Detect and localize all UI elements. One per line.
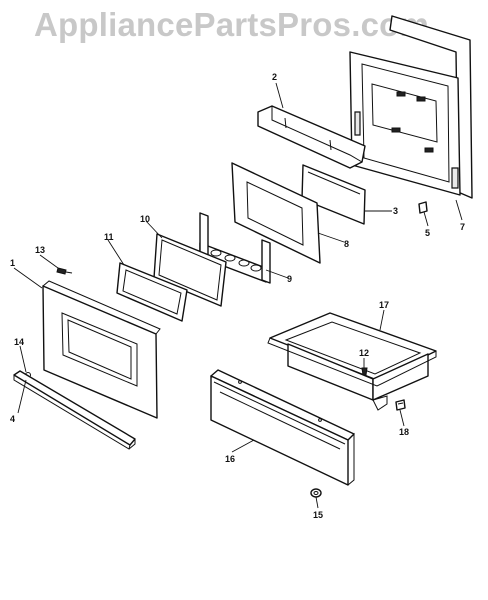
callout-7: 7 [460,222,465,232]
callout-15: 15 [313,510,323,520]
part-13-screw [56,267,73,275]
callout-11: 11 [104,232,114,242]
part-16-drawer-front [210,369,355,486]
callout-5: 5 [425,228,430,238]
part-3-door-glass [301,164,366,225]
part-18-roller [395,399,406,411]
part-15-drawer-foot [310,488,322,498]
part-12-screw [361,367,368,376]
part-2-vent-trim [257,105,366,169]
part-7-door-inner-assembly [349,15,473,199]
callout-16: 16 [225,454,235,464]
callout-17: 17 [379,300,389,310]
leader-lines [13,82,463,509]
callout-1: 1 [10,258,15,268]
callout-18: 18 [399,427,409,437]
callout-numbers: 1 2 3 4 5 7 8 9 10 11 12 13 14 15 16 17 … [10,72,465,520]
callout-4: 4 [10,414,15,424]
callout-2: 2 [272,72,277,82]
part-10-door-glass [153,233,227,307]
callout-12: 12 [359,348,369,358]
callout-13: 13 [35,245,45,255]
watermark-text: AppliancePartsPros.com [34,6,430,43]
part-4-door-handle [13,370,136,450]
part-11-glass-gasket [116,262,188,322]
part-8-window-frame [231,162,321,264]
part-17-drawer-box [267,312,437,411]
callout-3: 3 [393,206,398,216]
part-1-outer-door-panel [42,280,161,419]
part-5-clip [418,201,428,214]
callout-14: 14 [14,337,24,347]
callout-9: 9 [287,274,292,284]
callout-10: 10 [140,214,150,224]
part-9-insulation-liner [199,212,271,284]
callout-8: 8 [344,239,349,249]
